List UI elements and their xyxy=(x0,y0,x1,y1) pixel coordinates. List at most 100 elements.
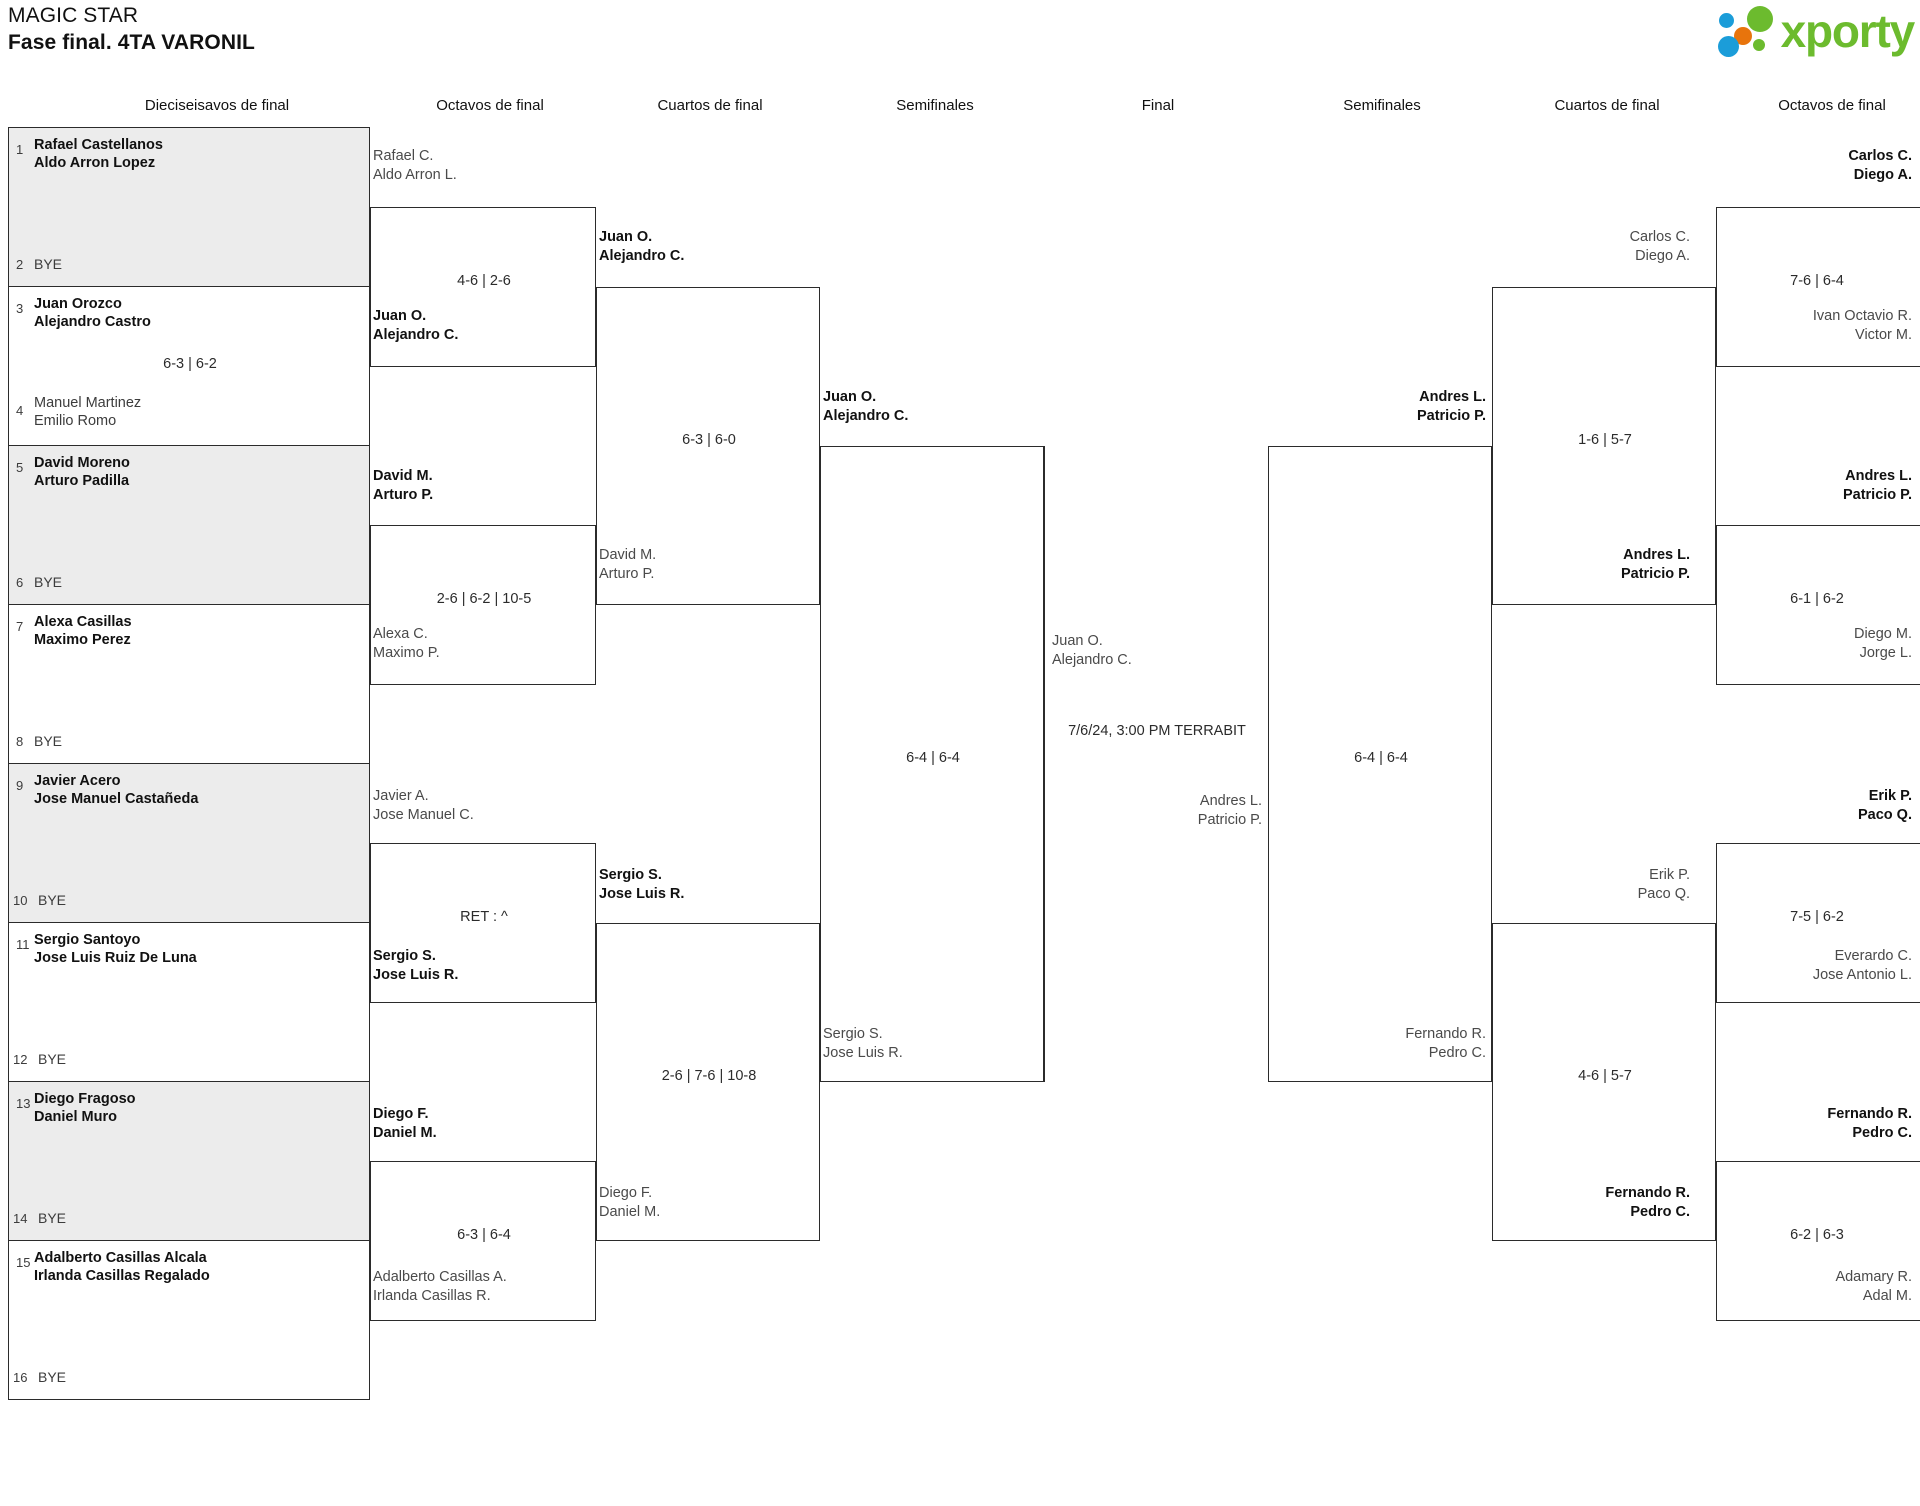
left-octavos-2-bot-p1: Alexa C. xyxy=(373,626,428,642)
right-cuartos-1-top-p1: Carlos C. xyxy=(1629,229,1690,245)
match-score: 4-6 | 5-7 xyxy=(1578,1068,1632,1084)
r1-pair-8[interactable]: 15 Adalberto Casillas Alcala Irlanda Cas… xyxy=(8,1240,370,1400)
left-cuartos-match-2[interactable]: 2-6 | 7-6 | 10-8 xyxy=(596,923,820,1241)
r1-pair-5[interactable]: 9 Javier Acero Jose Manuel Castañeda 10 … xyxy=(8,763,370,922)
right-octavos-3-top-p1: Erik P. xyxy=(1868,788,1912,804)
right-cuartos-2-bot-p1: Fernando R. xyxy=(1605,1185,1690,1201)
bye-label: BYE xyxy=(38,1051,67,1067)
right-octavos-3-bot-p2: Jose Antonio L. xyxy=(1812,967,1912,983)
seed-number: 2 xyxy=(16,257,24,272)
right-semifinal-bot-p2: Pedro C. xyxy=(1428,1045,1486,1061)
left-octavos-1-bot-p2: Alejandro C. xyxy=(373,327,459,343)
left-octavos-match-4[interactable]: 6-3 | 6-4 xyxy=(370,1161,596,1321)
right-octavos-1-top-p2: Diego A. xyxy=(1853,167,1912,183)
right-cuartos-match-2[interactable]: 4-6 | 5-7 xyxy=(1492,923,1716,1241)
final-left-rail xyxy=(1044,446,1045,1082)
left-semifinal-bot-p2: Jose Luis R. xyxy=(823,1045,903,1061)
r1-pair-6[interactable]: 11 Sergio Santoyo Jose Luis Ruiz De Luna… xyxy=(8,922,370,1081)
seed-number: 8 xyxy=(16,734,24,749)
r1-player1: Javier Acero xyxy=(34,773,121,789)
left-octavos-match-1[interactable]: 4-6 | 2-6 xyxy=(370,207,596,367)
left-octavos-3-bot-p2: Jose Luis R. xyxy=(373,967,459,983)
seed-number: 11 xyxy=(16,937,30,952)
right-octavos-4-top-p1: Fernando R. xyxy=(1827,1106,1912,1122)
right-semifinal-match[interactable]: 6-4 | 6-4 xyxy=(1268,446,1492,1082)
logo-dot-green-small xyxy=(1752,39,1765,51)
seed-number: 3 xyxy=(16,301,24,316)
left-cuartos-2-bot-p2: Daniel M. xyxy=(599,1204,661,1220)
r1-player2: Arturo Padilla xyxy=(34,473,130,489)
match-score: 6-2 | 6-3 xyxy=(1790,1227,1844,1243)
right-octavos-2-bot-p2: Jorge L. xyxy=(1859,645,1912,661)
seed-number: 6 xyxy=(16,575,24,590)
match-score: 7-6 | 6-4 xyxy=(1790,273,1844,289)
left-cuartos-1-top-p1: Juan O. xyxy=(599,229,653,245)
match-score: 7-5 | 6-2 xyxy=(1790,909,1844,925)
r1-pair-7[interactable]: 13 Diego Fragoso Daniel Muro 14 BYE xyxy=(8,1081,370,1240)
left-cuartos-1-bot-p1: David M. xyxy=(599,547,657,563)
match-score: 1-6 | 5-7 xyxy=(1578,432,1632,448)
bye-label: BYE xyxy=(34,733,63,749)
left-cuartos-1-top-p2: Alejandro C. xyxy=(599,248,685,264)
bye-label: BYE xyxy=(34,574,63,590)
r1-player1: David Moreno xyxy=(34,455,130,471)
final-bot-p2: Patricio P. xyxy=(1197,812,1262,828)
right-octavos-4-bot-p1: Adamary R. xyxy=(1835,1269,1912,1285)
round-header-octavos-left: Octavos de final xyxy=(436,97,544,114)
r1-player1: Juan Orozco xyxy=(34,296,122,312)
r1-pair-3[interactable]: 5 David Moreno Arturo Padilla 6 BYE xyxy=(8,445,370,604)
seed-number: 7 xyxy=(16,619,24,634)
r1-player1: Rafael Castellanos xyxy=(34,137,163,153)
seed-number: 1 xyxy=(16,142,24,157)
page-header: MAGIC STAR Fase final. 4TA VARONIL xport… xyxy=(0,0,1920,80)
right-octavos-3-bot-p1: Everardo C. xyxy=(1834,948,1912,964)
r1-player2: Jose Luis Ruiz De Luna xyxy=(34,950,197,966)
logo-dot-orange xyxy=(1733,27,1752,45)
round-header-dieciseisavos-left: Dieciseisavos de final xyxy=(144,97,290,114)
right-octavos-1-bot-p2: Victor M. xyxy=(1855,327,1912,343)
left-semifinal-top-p1: Juan O. xyxy=(823,389,877,405)
right-octavos-match-4[interactable]: 6-2 | 6-3 xyxy=(1716,1161,1920,1321)
left-cuartos-match-1[interactable]: 6-3 | 6-0 xyxy=(596,287,820,605)
right-semifinal-top-p1: Andres L. xyxy=(1419,389,1486,405)
match-score: 6-4 | 6-4 xyxy=(1354,750,1408,766)
seed-number: 12 xyxy=(13,1052,28,1067)
match-score: 6-4 | 6-4 xyxy=(906,750,960,766)
right-semifinal-bot-p1: Fernando R. xyxy=(1405,1026,1486,1042)
right-octavos-1-top-p1: Carlos C. xyxy=(1848,148,1912,164)
xporty-logo: xporty xyxy=(1717,5,1916,57)
seed-number: 15 xyxy=(16,1255,31,1270)
right-octavos-match-3[interactable]: 7-5 | 6-2 xyxy=(1716,843,1920,1003)
round-header-cuartos-right: Cuartos de final xyxy=(1554,97,1660,114)
left-octavos-3-bot-p1: Sergio S. xyxy=(373,948,436,964)
r1-player2: Maximo Perez xyxy=(34,632,131,648)
round-header-semifinales-right: Semifinales xyxy=(1343,97,1421,114)
round-header-final: Final xyxy=(1141,97,1175,114)
logo-wordmark: xporty xyxy=(1780,5,1916,57)
left-octavos-2-top-p1: David M. xyxy=(373,468,433,484)
match-score: RET : ^ xyxy=(460,909,508,925)
r1-player2: Daniel Muro xyxy=(34,1109,117,1125)
final-schedule: 7/6/24, 3:00 PM TERRABIT xyxy=(1068,723,1246,739)
right-cuartos-2-bot-p2: Pedro C. xyxy=(1630,1204,1690,1220)
left-octavos-4-top-p2: Daniel M. xyxy=(373,1125,437,1141)
seed-number: 5 xyxy=(16,460,24,475)
r1-pair-2[interactable]: 3 Juan Orozco Alejandro Castro 6-3 | 6-2… xyxy=(8,286,370,445)
left-semifinal-match[interactable]: 6-4 | 6-4 xyxy=(820,446,1044,1082)
left-octavos-1-top-p2: Aldo Arron L. xyxy=(373,167,457,183)
left-octavos-match-3[interactable]: RET : ^ xyxy=(370,843,596,1003)
seed-number: 13 xyxy=(16,1096,31,1111)
r1-player2: Aldo Arron Lopez xyxy=(34,155,156,171)
bye-label: BYE xyxy=(38,1210,67,1226)
r1-pair-1[interactable]: 1 Rafael Castellanos Aldo Arron Lopez 2 … xyxy=(8,127,370,286)
r1-player1: Alexa Casillas xyxy=(34,614,132,630)
right-octavos-match-1[interactable]: 7-6 | 6-4 xyxy=(1716,207,1920,367)
right-cuartos-match-1[interactable]: 1-6 | 5-7 xyxy=(1492,287,1716,605)
match-score: 2-6 | 6-2 | 10-5 xyxy=(436,591,532,607)
left-octavos-match-2[interactable]: 2-6 | 6-2 | 10-5 xyxy=(370,525,596,685)
right-cuartos-1-bot-p1: Andres L. xyxy=(1623,547,1690,563)
r1-player2: Irlanda Casillas Regalado xyxy=(34,1268,210,1284)
left-octavos-2-top-p2: Arturo P. xyxy=(373,487,434,503)
right-octavos-match-2[interactable]: 6-1 | 6-2 xyxy=(1716,525,1920,685)
r1-pair-4[interactable]: 7 Alexa Casillas Maximo Perez 8 BYE xyxy=(8,604,370,763)
